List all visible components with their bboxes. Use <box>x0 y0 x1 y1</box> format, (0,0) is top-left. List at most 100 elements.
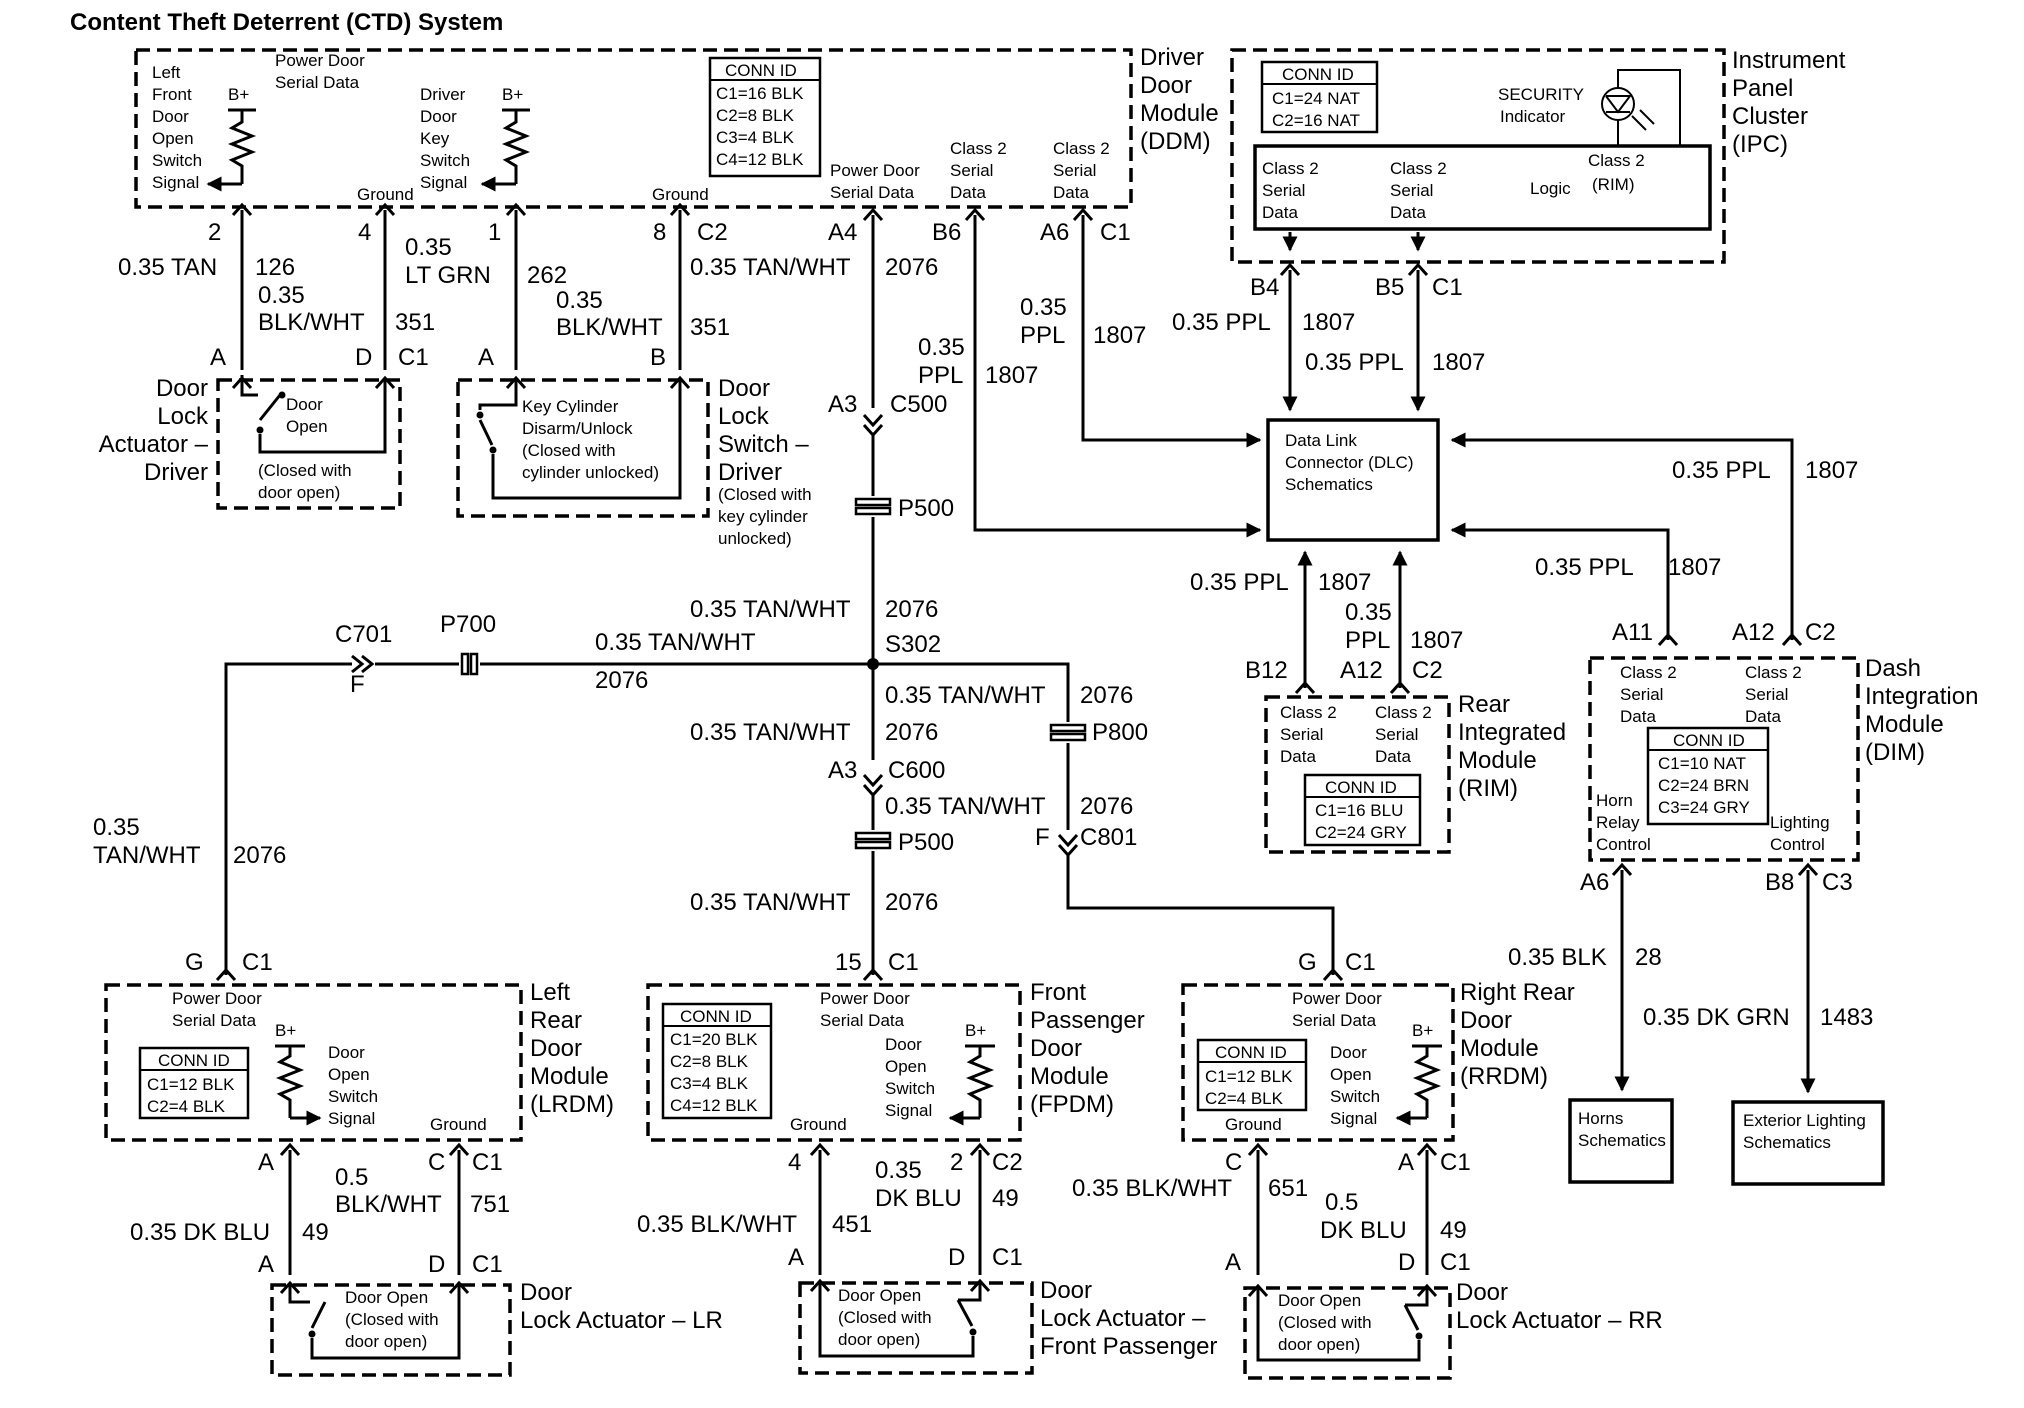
svg-text:0.35: 0.35 <box>875 1157 922 1184</box>
svg-text:351: 351 <box>690 314 730 341</box>
svg-text:A3: A3 <box>828 757 857 784</box>
svg-text:Class 2: Class 2 <box>1745 663 1802 682</box>
svg-text:Connector (DLC): Connector (DLC) <box>1285 453 1414 472</box>
svg-text:C2=24 BRN: C2=24 BRN <box>1658 776 1749 795</box>
svg-text:Signal: Signal <box>328 1109 375 1128</box>
svg-text:Serial: Serial <box>1745 685 1788 704</box>
svg-text:Serial Data: Serial Data <box>820 1011 905 1030</box>
svg-text:Module: Module <box>1030 1063 1109 1090</box>
svg-text:Ground: Ground <box>430 1115 487 1134</box>
svg-text:Lock: Lock <box>157 403 209 430</box>
ddm-branch-wires <box>231 202 691 370</box>
svg-text:C1: C1 <box>472 1251 503 1278</box>
svg-text:28: 28 <box>1635 944 1662 971</box>
svg-text:Ground: Ground <box>652 185 709 204</box>
svg-text:Switch: Switch <box>885 1079 935 1098</box>
svg-text:Integrated: Integrated <box>1458 719 1566 746</box>
svg-text:CONN ID: CONN ID <box>680 1007 752 1026</box>
svg-text:Class 2: Class 2 <box>950 139 1007 158</box>
svg-text:0.35 TAN/WHT: 0.35 TAN/WHT <box>885 682 1046 709</box>
svg-text:Lighting: Lighting <box>1770 813 1830 832</box>
svg-text:Serial Data: Serial Data <box>275 73 360 92</box>
svg-text:C1=16 BLU: C1=16 BLU <box>1315 801 1403 820</box>
svg-text:B: B <box>650 344 666 371</box>
svg-text:Data: Data <box>1280 747 1316 766</box>
svg-text:Right Rear: Right Rear <box>1460 979 1575 1006</box>
svg-text:C3=4 BLK: C3=4 BLK <box>716 128 795 147</box>
svg-text:BLK/WHT: BLK/WHT <box>556 314 663 341</box>
svg-text:2076: 2076 <box>595 667 648 694</box>
ddm-lf-switch-label: Left Front Door Open Switch Signal <box>152 63 202 192</box>
svg-text:Door: Door <box>885 1035 922 1054</box>
svg-text:Logic: Logic <box>1530 179 1571 198</box>
svg-text:Open: Open <box>328 1065 370 1084</box>
class2-lines <box>964 207 1262 538</box>
svg-text:(IPC): (IPC) <box>1732 131 1788 158</box>
svg-text:C3=4 BLK: C3=4 BLK <box>670 1074 749 1093</box>
svg-text:Class 2: Class 2 <box>1262 159 1319 178</box>
svg-text:Power Door: Power Door <box>275 51 365 70</box>
svg-text:Power Door: Power Door <box>1292 989 1382 1008</box>
svg-text:0.35 BLK/WHT: 0.35 BLK/WHT <box>1072 1175 1232 1202</box>
svg-text:B5: B5 <box>1375 274 1404 301</box>
svg-text:1807: 1807 <box>1668 554 1721 581</box>
svg-text:Schematics: Schematics <box>1578 1131 1666 1150</box>
svg-text:C2: C2 <box>992 1149 1023 1176</box>
svg-text:C1=12 BLK: C1=12 BLK <box>1205 1067 1293 1086</box>
svg-text:B6: B6 <box>932 219 961 246</box>
svg-text:C1=10 NAT: C1=10 NAT <box>1658 754 1746 773</box>
svg-text:2076: 2076 <box>1080 793 1133 820</box>
svg-text:CONN ID: CONN ID <box>158 1051 230 1070</box>
svg-text:Lock Actuator –: Lock Actuator – <box>1040 1305 1206 1332</box>
svg-text:Driver: Driver <box>718 459 782 486</box>
svg-text:Instrument: Instrument <box>1732 47 1846 74</box>
rim-module: Class 2 Serial Data Class 2 Serial Data … <box>1264 691 1566 854</box>
svg-text:Data: Data <box>1375 747 1411 766</box>
svg-text:C1: C1 <box>398 344 429 371</box>
svg-text:C: C <box>1225 1149 1242 1176</box>
svg-text:door open): door open) <box>1278 1335 1360 1354</box>
svg-text:Horn: Horn <box>1596 791 1633 810</box>
svg-text:Ground: Ground <box>790 1115 847 1134</box>
svg-text:262: 262 <box>527 262 567 289</box>
svg-text:Driver: Driver <box>420 85 466 104</box>
svg-text:Door: Door <box>420 107 457 126</box>
svg-text:(RIM): (RIM) <box>1458 775 1518 802</box>
svg-text:Ground: Ground <box>1225 1115 1282 1134</box>
svg-text:P500: P500 <box>898 829 954 856</box>
svg-text:(Closed with: (Closed with <box>838 1308 932 1327</box>
svg-text:Switch –: Switch – <box>718 431 809 458</box>
svg-text:Data: Data <box>1620 707 1656 726</box>
svg-text:Schematics: Schematics <box>1743 1133 1831 1152</box>
ddm-branch-labels: 0.35 TAN 126 0.35 BLK/WHT 351 0.35 LT GR… <box>118 234 730 371</box>
svg-text:CONN ID: CONN ID <box>1282 65 1354 84</box>
svg-text:C1: C1 <box>1440 1149 1471 1176</box>
svg-text:0.35 TAN/WHT: 0.35 TAN/WHT <box>690 254 851 281</box>
svg-text:1807: 1807 <box>1805 457 1858 484</box>
ddm-key-label: Driver Door Key Switch Signal <box>420 85 470 192</box>
svg-text:A: A <box>258 1251 274 1278</box>
svg-text:Class 2: Class 2 <box>1280 703 1337 722</box>
svg-text:126: 126 <box>255 254 295 281</box>
svg-text:0.35 PPL: 0.35 PPL <box>1305 349 1404 376</box>
svg-text:C2=8 BLK: C2=8 BLK <box>716 106 795 125</box>
svg-text:TAN/WHT: TAN/WHT <box>93 842 201 869</box>
svg-text:(Closed with: (Closed with <box>522 441 616 460</box>
svg-text:0.5: 0.5 <box>335 1164 368 1191</box>
svg-text:C2=24 GRY: C2=24 GRY <box>1315 823 1407 842</box>
svg-text:DK BLU: DK BLU <box>1320 1217 1407 1244</box>
svg-text:Passenger: Passenger <box>1030 1007 1145 1034</box>
svg-text:0.35 TAN/WHT: 0.35 TAN/WHT <box>690 596 851 623</box>
exterior-lighting-box: Exterior Lighting Schematics <box>1731 1100 1885 1186</box>
svg-text:0.35 DK BLU: 0.35 DK BLU <box>130 1219 270 1246</box>
svg-text:Module: Module <box>1865 711 1944 738</box>
svg-text:Serial: Serial <box>1390 181 1433 200</box>
svg-text:(Closed with: (Closed with <box>345 1310 439 1329</box>
svg-text:Class 2: Class 2 <box>1390 159 1447 178</box>
svg-text:Front: Front <box>1030 979 1086 1006</box>
svg-text:A12: A12 <box>1340 657 1383 684</box>
svg-text:Door Open: Door Open <box>838 1286 921 1305</box>
svg-text:B12: B12 <box>1245 657 1288 684</box>
svg-text:Class 2: Class 2 <box>1588 151 1645 170</box>
svg-text:D: D <box>428 1251 445 1278</box>
